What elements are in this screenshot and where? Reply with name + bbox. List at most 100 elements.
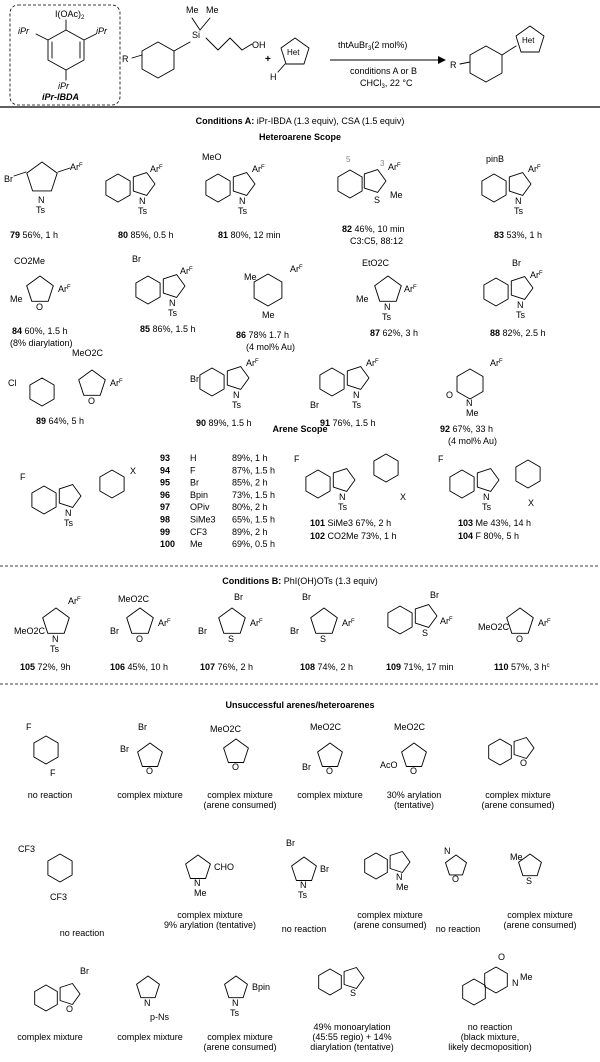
- indole-81-benzo: [205, 173, 231, 203]
- arene-num-95: 95: [160, 478, 170, 488]
- unsucc-4-1: (tentative): [394, 800, 434, 810]
- scheme-si: Si: [192, 30, 200, 40]
- arene-num-96: 96: [160, 490, 170, 500]
- aryl-arene: [99, 469, 125, 499]
- arene-x-97: OPiv: [190, 502, 210, 512]
- indole-83-benzo: [481, 173, 507, 203]
- ts-105: Ts: [50, 644, 60, 654]
- indole-85-benzo: [135, 275, 161, 305]
- n-arene: N: [65, 508, 72, 518]
- arf-label: ArF: [290, 264, 303, 274]
- arene-num-97: 97: [160, 502, 170, 512]
- pyrrole-u15: [224, 975, 248, 999]
- o-89: O: [88, 396, 95, 406]
- br-109: Br: [430, 590, 439, 600]
- extra-92: (4 mol% Au): [448, 436, 497, 446]
- f-103: F: [438, 454, 444, 464]
- n-u9: N: [300, 880, 307, 890]
- label-88: 88 82%, 2.5 h: [490, 328, 546, 338]
- me-87: Me: [356, 294, 369, 304]
- n-u10: N: [396, 872, 403, 882]
- unsucc-16-0: no reaction: [468, 1022, 513, 1032]
- meo2c-u5: MeO2C: [394, 722, 426, 732]
- arene-text-100: 69%, 0.5 h: [232, 539, 275, 549]
- unsucc-7-0: complex mixture: [177, 910, 243, 920]
- arf-label: ArF: [528, 164, 541, 174]
- me-u10: Me: [396, 882, 409, 892]
- label-106: 106 45%, 10 h: [110, 662, 168, 672]
- unsucc-0-0: no reaction: [28, 790, 73, 800]
- label-92: 92 67%, 33 h: [440, 424, 493, 434]
- indole-88-benzo: [483, 277, 509, 307]
- indole-91-benzo: [319, 367, 345, 397]
- br-107b: Br: [198, 626, 207, 636]
- benzothiophene-82-ring: [363, 169, 387, 193]
- arf-label: ArF: [440, 616, 453, 626]
- label-84: 84 60%, 1.5 h: [12, 326, 68, 336]
- unsucc-5-0: complex mixture: [485, 790, 551, 800]
- product-structure: [459, 25, 545, 83]
- f-u1: F: [26, 722, 32, 732]
- indole-90-pyrrole: [226, 366, 250, 390]
- reagent-caption: iPr-IBDA: [42, 92, 79, 102]
- isoquinolinone-benzo: [462, 978, 486, 1006]
- arf-label: ArF: [538, 618, 551, 628]
- thiophene-108: [310, 607, 338, 634]
- indole-arene-benzo: [31, 485, 57, 515]
- me-82: Me: [390, 190, 403, 200]
- arene-num-93: 93: [160, 453, 170, 463]
- furan-u2: [137, 742, 163, 767]
- reagent-ipr-right: iPr: [96, 26, 108, 36]
- o-u13: O: [66, 1004, 73, 1014]
- furan-u4: [317, 742, 343, 767]
- meo2c-110: MeO2C: [478, 622, 510, 632]
- n-80: N: [139, 196, 146, 206]
- meo-81: MeO: [202, 152, 222, 162]
- reagent-box: [9, 4, 121, 106]
- scheme-r: R: [122, 54, 129, 64]
- furan-89: [78, 369, 106, 396]
- benzofuran-u6-ring: [513, 737, 535, 759]
- arrow-head: [438, 56, 446, 64]
- ts-91: Ts: [352, 400, 362, 410]
- unsucc-2-0: complex mixture: [207, 790, 273, 800]
- scheme-h: H: [270, 72, 277, 82]
- label-89: 89 64%, 5 h: [36, 416, 84, 426]
- scheme-plus: +: [265, 54, 271, 65]
- unsucc-9-1: (arene consumed): [353, 920, 426, 930]
- ts-87: Ts: [382, 312, 392, 322]
- n-u14: N: [144, 998, 151, 1008]
- n-u8: N: [194, 878, 201, 888]
- benzothiophene-109-benzo: [387, 605, 413, 635]
- n-85: N: [169, 298, 176, 308]
- unsucc-14-0: complex mixture: [207, 1032, 273, 1042]
- indole-103-pyrrole: [476, 468, 500, 492]
- aryl-101: [373, 453, 399, 483]
- arene-num-99: 99: [160, 527, 170, 537]
- unsucc-7-1: 9% arylation (tentative): [164, 920, 256, 930]
- extra-84: (8% diarylation): [10, 338, 73, 348]
- ts-88: Ts: [516, 310, 526, 320]
- ts-u9: Ts: [298, 890, 308, 900]
- unsucc-3-0: complex mixture: [297, 790, 363, 800]
- indole-u10-ring: [389, 851, 411, 873]
- o-u3: O: [232, 762, 239, 772]
- benzothiophene-109-ring: [414, 604, 438, 628]
- arf-label: ArF: [490, 358, 503, 368]
- n-u11: N: [444, 846, 451, 856]
- br-u13: Br: [80, 966, 89, 976]
- br-108b: Br: [290, 626, 299, 636]
- arf-label: ArF: [180, 266, 193, 276]
- benzofuran-u6-benzo: [488, 738, 512, 766]
- label-108: 108 74%, 2 h: [300, 662, 353, 672]
- label-110: 110 57%, 3 hc: [494, 662, 550, 672]
- n-87: N: [384, 302, 391, 312]
- unsucc-15-2: diarylation (tentative): [310, 1042, 394, 1052]
- meo2c-89: MeO2C: [72, 348, 104, 358]
- unsucc-16-2: likely decmoposition): [448, 1042, 532, 1052]
- unsuccessful-title: Unsuccessful arenes/heteroarenes: [225, 700, 374, 710]
- pyrrole-u14: [136, 975, 160, 999]
- pyrrole-87: [374, 275, 402, 302]
